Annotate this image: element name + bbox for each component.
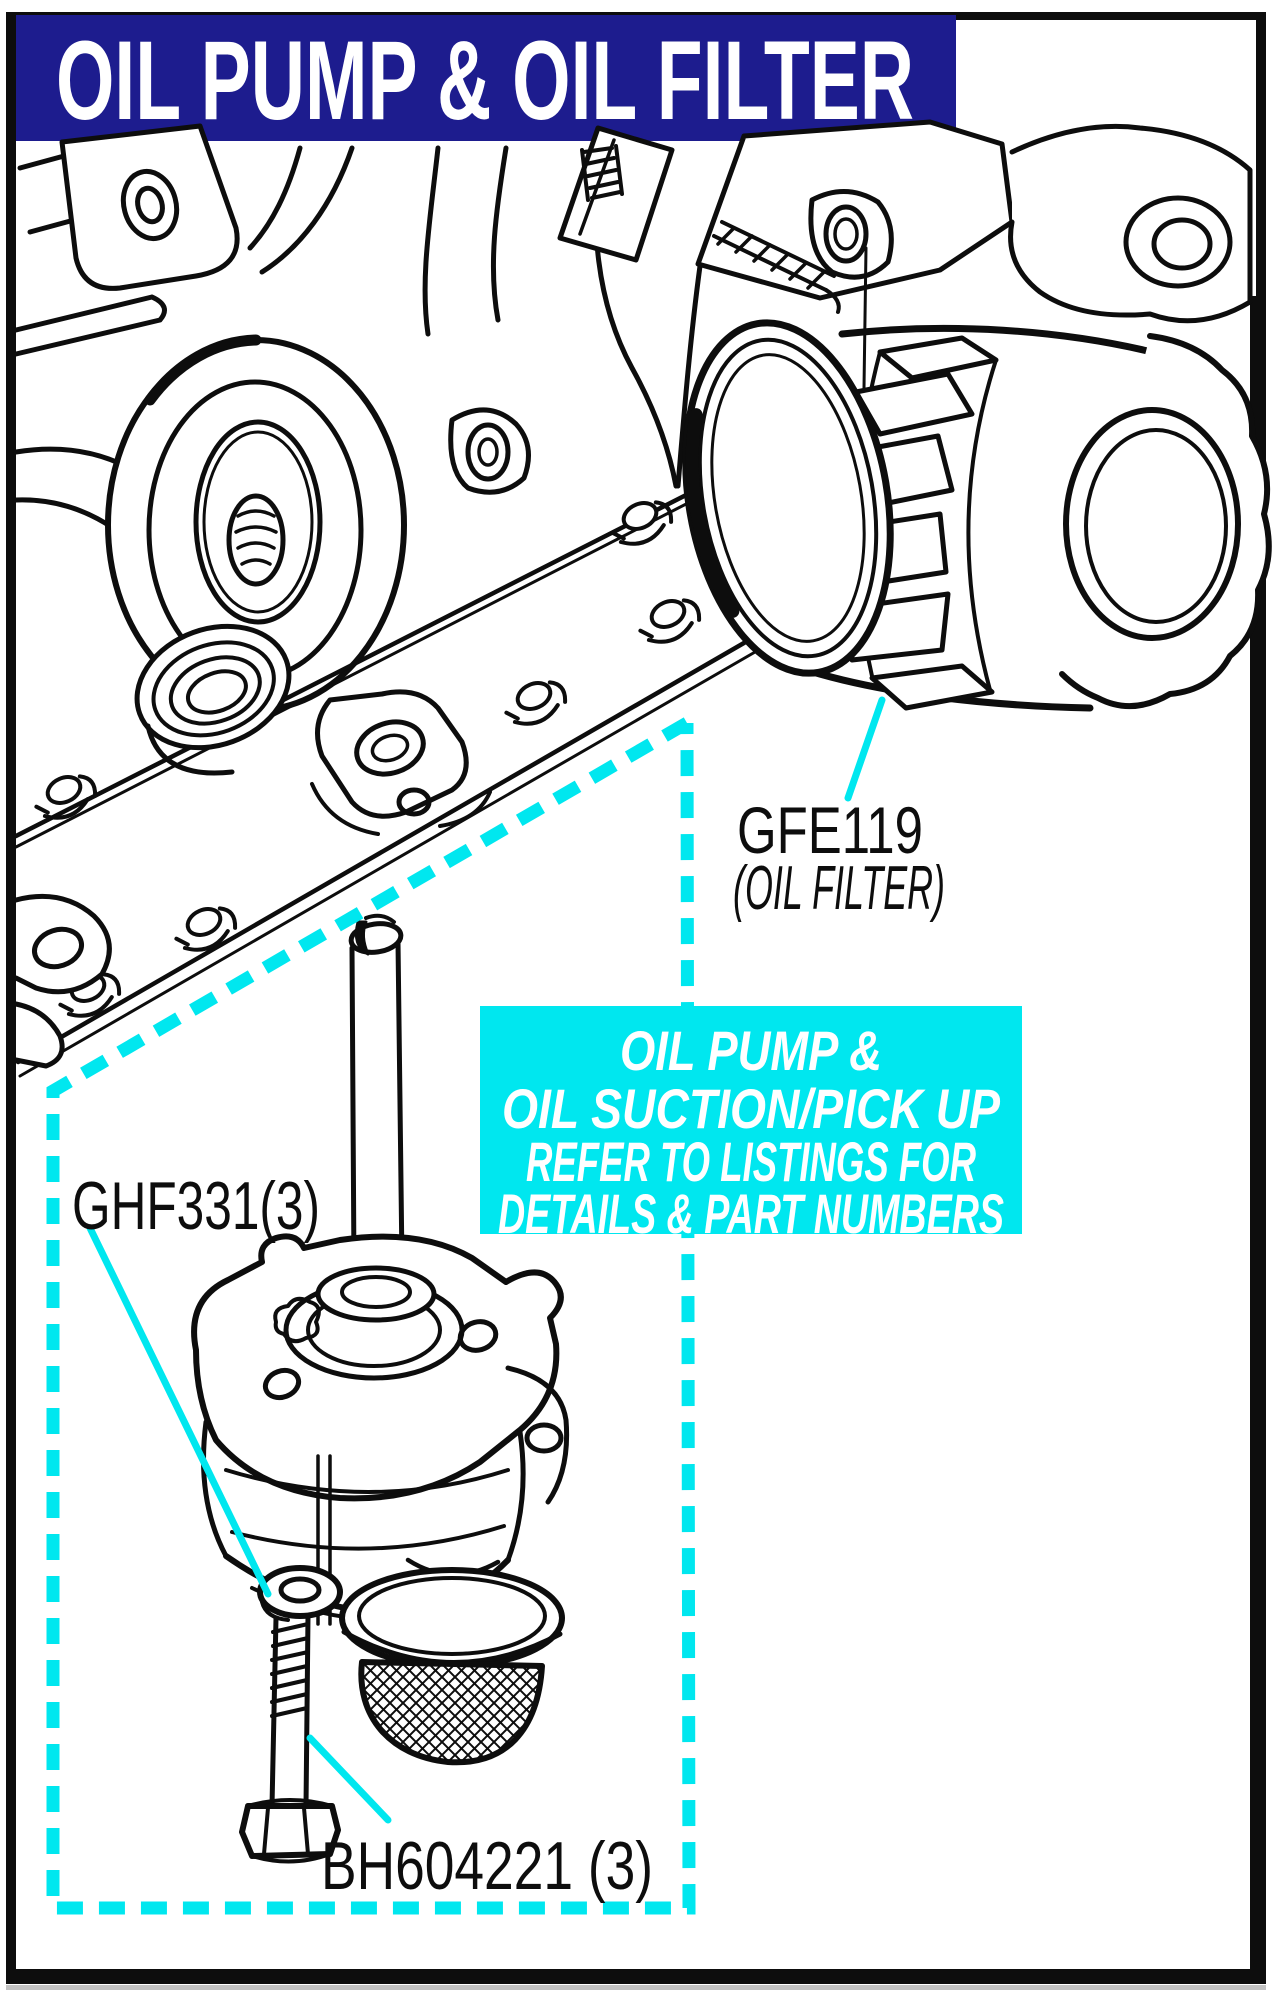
leader-oil-filter [844,696,886,802]
leader-washer [86,1224,272,1598]
label-oil-filter-part-number: GFE119 [737,793,923,867]
leader-bolt [306,1734,392,1824]
label-washer-part-number: GHF331(3) [72,1168,320,1244]
page-border-shadow [6,1985,1266,1990]
page-border-right-step [1250,296,1266,1984]
label-oil-filter-description: (OIL FILTER) [733,854,945,923]
callout-line-4: DETAILS & PART NUMBERS [498,1182,1004,1245]
callout-box-text: OIL PUMP & OIL SUCTION/PICK UP REFER TO … [498,1019,1004,1245]
oil-filter-drawing [682,319,1272,712]
pump-drive-shaft [348,913,405,1273]
label-bolt-part-number: BH604221 (3) [321,1828,653,1904]
oil-pump-drawing [191,913,570,1864]
washer-drawing [257,1565,343,1622]
leader-lines [86,696,886,1824]
highlight-region-dashed-border [46,717,696,1915]
callout-box [480,1006,1022,1234]
engine-block-drawing [13,119,1253,1078]
pump-body [191,1233,570,1626]
callout-line-1: OIL PUMP & [620,1019,882,1082]
bolt-drawing [239,1613,341,1864]
pickup-strainer [339,1557,565,1766]
page-title: OIL PUMP & OIL FILTER [56,18,914,141]
callout-line-3: REFER TO LISTINGS FOR [526,1130,976,1193]
callout-line-2: OIL SUCTION/PICK UP [502,1077,1001,1140]
title-banner: OIL PUMP & OIL FILTER [16,15,956,143]
